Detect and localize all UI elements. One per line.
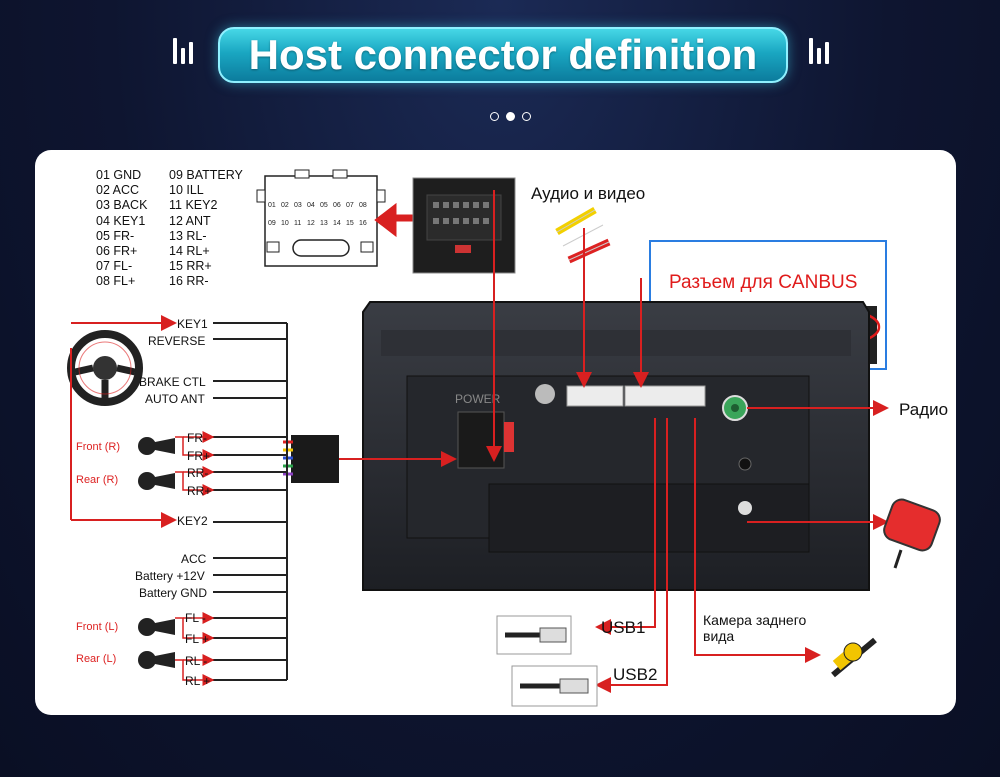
pager-dots (490, 112, 531, 121)
wire-label-fr-minus: FR- (187, 431, 207, 445)
wire-label-rr-minus: RR- (187, 466, 209, 480)
pin-number: 16 (359, 220, 367, 227)
pin-number: 01 (268, 202, 276, 209)
pin-label: 05 FR- (96, 228, 135, 243)
pin-number: 13 (320, 220, 328, 227)
pin-label: 11 KEY2 (169, 198, 218, 213)
pin-number: 14 (333, 220, 341, 227)
pin-label: 10 ILL (169, 183, 204, 198)
wire-label-key2: KEY2 (177, 514, 208, 528)
wire-label-rr-plus: RR+ (187, 484, 212, 498)
wire-label-rl-minus: RL - (185, 654, 208, 668)
pin-number: 03 (294, 202, 302, 209)
wire-label-fl-minus: FL - (185, 611, 206, 625)
speaker-label-front-r: Front (R) (76, 441, 120, 453)
wire-label-battery: Battery +12V (135, 569, 205, 583)
speaker-label-rear-r: Rear (R) (76, 474, 119, 486)
pin-label: 13 RL- (169, 228, 207, 243)
remote-button-image (883, 498, 941, 569)
speaker-icon (138, 651, 175, 669)
pin-number: 05 (320, 202, 328, 209)
steering-wheel-icon (67, 330, 143, 406)
canbus-label: Разъем для CANBUS (669, 272, 858, 293)
pin-label: 14 RL+ (169, 244, 210, 259)
speaker-label-rear-l: Rear (L) (76, 653, 117, 665)
diagram-panel: POWER (35, 150, 956, 715)
pin-number: 09 (268, 220, 276, 227)
page-title: Host connector definition (218, 27, 788, 83)
speaker-icon (138, 618, 175, 636)
wire-label-rl-plus: RL + (185, 674, 211, 688)
wire-label-acc: ACC (181, 552, 207, 566)
pin-label: 09 BATTERY (169, 168, 243, 182)
pin-number: 06 (333, 202, 341, 209)
pin-label: 15 RR+ (169, 259, 212, 274)
pager-dot-3[interactable] (522, 112, 531, 121)
pin-number: 07 (346, 202, 354, 209)
wire-label-key1: KEY1 (177, 317, 208, 331)
pin-label: 16 RR- (169, 274, 209, 289)
pin-label: 02 ACC (96, 183, 140, 198)
pin-label: 06 FR+ (96, 244, 138, 259)
iso-connector-drawing (256, 169, 386, 267)
connector-pins-bottom: 09 10 11 12 13 14 15 16 (268, 220, 371, 227)
wire-label-auto-ant: AUTO ANT (145, 392, 205, 406)
speaker-icon (138, 437, 175, 455)
speaker-icon (138, 472, 175, 490)
usb2-label: USB2 (613, 665, 658, 684)
wire-label-fr-plus: FR+ (187, 449, 211, 463)
wire-label-brake: BRAKE CTL (139, 375, 206, 389)
right-bars-icon (809, 38, 829, 64)
pin-label: 01 GND (96, 168, 142, 182)
wire-label-reverse: REVERSE (148, 334, 206, 348)
radio-label: Радио (899, 400, 949, 419)
pin-list-right: 09 BATTERY 10 ILL 11 KEY2 12 ANT 13 RL- … (169, 168, 243, 290)
wire-label-battery-gnd: Battery GND (139, 586, 208, 600)
wiring-diagram: POWER (67, 169, 941, 707)
pin-label: 07 FL- (96, 259, 133, 274)
pin-number: 15 (346, 220, 354, 227)
left-bars-icon (173, 38, 193, 64)
pin-label: 03 BACK (96, 198, 148, 213)
pager-dot-2[interactable] (506, 112, 515, 121)
pin-number: 04 (307, 202, 315, 209)
pin-label: 04 KEY1 (96, 213, 146, 228)
pin-number: 10 (281, 220, 289, 227)
pin-number: 11 (294, 220, 302, 227)
pager-dot-1[interactable] (490, 112, 499, 121)
power-label: POWER (455, 392, 501, 406)
connector-pins-top: 01 02 03 04 05 06 07 08 (268, 202, 371, 209)
pin-number: 08 (359, 202, 367, 209)
pin-label: 08 FL+ (96, 274, 136, 289)
camera-label: Камера заднего вида (703, 612, 807, 644)
pin-label: 12 ANT (169, 213, 211, 228)
audio-video-label: Аудио и видео (531, 184, 646, 203)
usb1-label: USB1 (601, 618, 646, 637)
pin-list-left: 01 GND 02 ACC 03 BACK 04 KEY1 05 FR- 06 … (96, 168, 147, 290)
pin-number: 12 (307, 220, 315, 227)
pin-number: 02 (281, 202, 289, 209)
camera-plug-image (831, 637, 877, 678)
speaker-label-front-l: Front (L) (76, 621, 119, 633)
head-unit-image (362, 301, 870, 591)
wire-label-fl-plus: FL + (185, 632, 209, 646)
